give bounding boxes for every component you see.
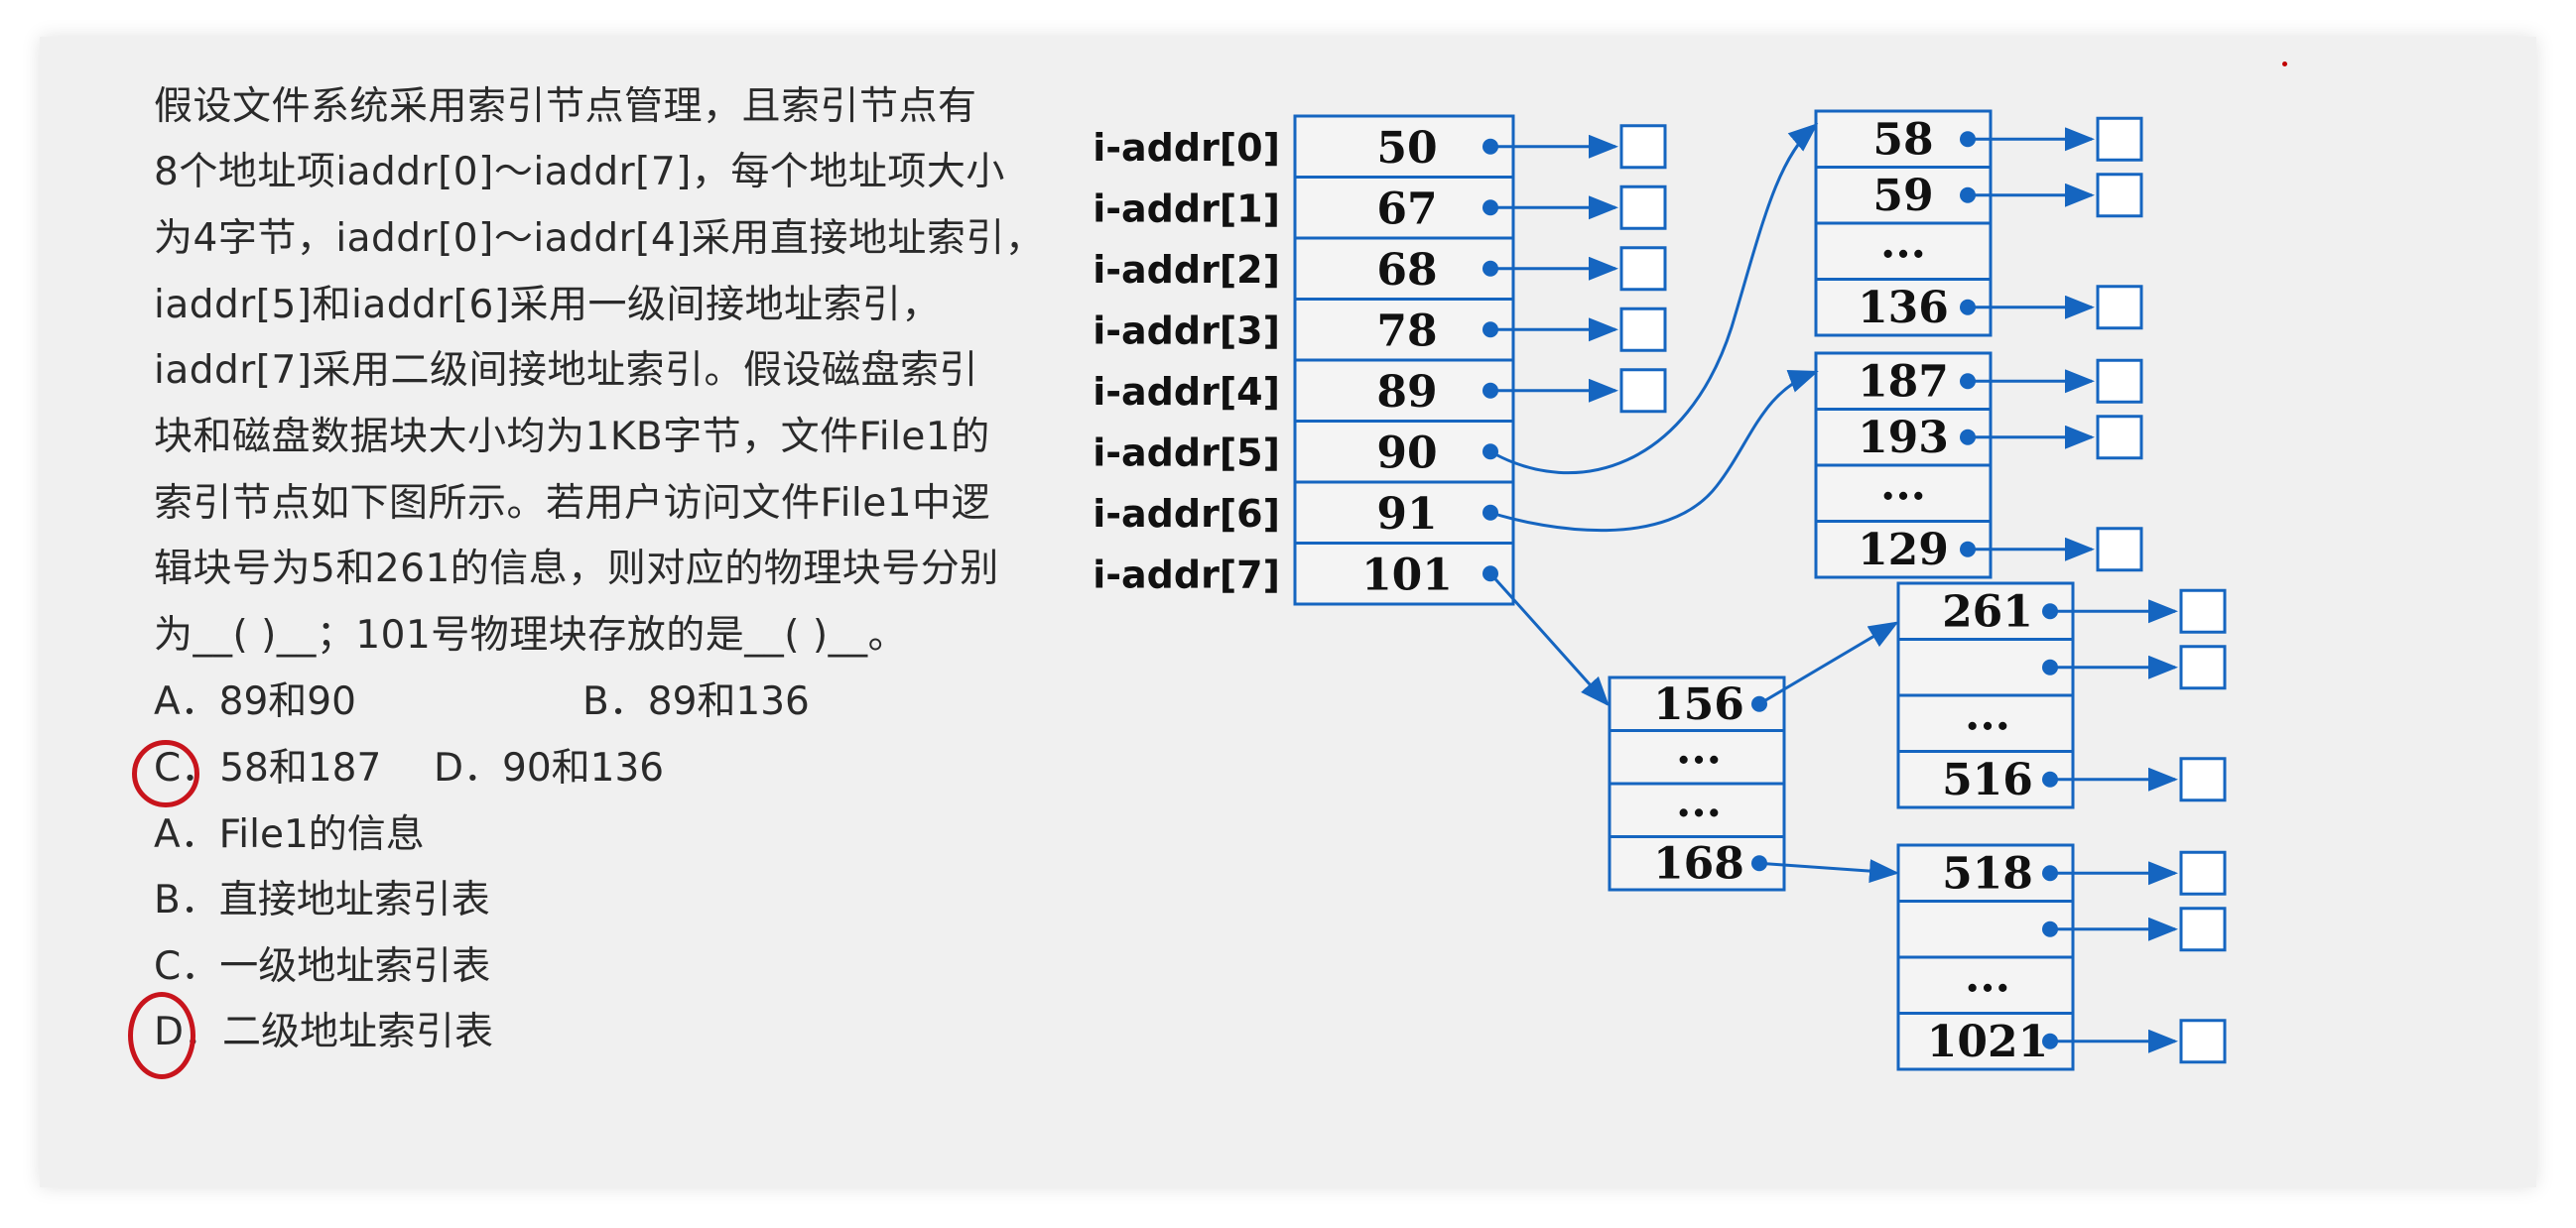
question-line: 8个地址项iaddr[0]～iaddr[7]，每个地址项大小 [154,150,1005,194]
data-block-icon [2179,907,2227,952]
inode-label: i-addr[7] [1093,553,1280,596]
inode-label: i-addr[4] [1093,370,1280,414]
question-line: 为4字节，iaddr[0]～iaddr[4]采用直接地址索引， [154,216,1045,261]
inode-value: 50 [1376,123,1437,174]
stray-dot [2282,61,2287,66]
inode-label: i-addr[5] [1093,430,1280,474]
question-line: 索引节点如下图所示。若用户访问文件File1中逻 [154,481,991,526]
question-line: 为__( )__；101号物理块存放的是__( )__。 [154,613,908,658]
data-block-icon [2096,285,2143,330]
block-value: ... [1676,777,1722,827]
block-value: ... [1880,459,1926,510]
block-c-cell [1608,782,1786,838]
block-value: ... [1676,723,1722,774]
question-line: 块和磁盘数据块大小均为1KB字节，文件File1的 [154,415,990,459]
inode-cell [1293,176,1515,240]
block-c-cell [1608,675,1786,732]
inode-label: i-addr[1] [1093,186,1280,230]
option-2a[interactable]: A．File1的信息 [154,812,425,857]
block-value: 59 [1872,171,1933,221]
pointer-arrow [1488,572,1610,707]
inode-label: i-addr[6] [1093,492,1280,536]
answer-circle-mark [128,992,195,1079]
data-block-icon [1619,307,1667,352]
block-c-cell [1608,729,1786,786]
inode-label: i-addr[0] [1093,126,1280,170]
block-value: ... [1965,689,2010,740]
data-block-icon [2096,527,2143,572]
block-value: 168 [1653,838,1744,889]
question-line: 辑块号为5和261的信息，则对应的物理块号分别 [154,547,999,591]
inode-value: 68 [1376,245,1437,296]
pointer-arrow [1758,859,1899,884]
data-block-icon [2096,173,2143,218]
data-block-icon [2179,645,2227,690]
answer-circle-mark [132,740,199,807]
inode-cell [1293,114,1515,179]
option-2d-text: ．二级地址索引表 [184,1010,494,1054]
block-b-cell [1814,520,1993,579]
inode-cell [1293,542,1515,606]
inode-cell [1293,358,1515,423]
block-value: 1021 [1927,1017,2048,1067]
inode-value: 101 [1361,550,1453,600]
data-block-icon [1619,368,1667,414]
data-block-icon [2096,116,2143,162]
pointer-arrow [1489,123,1819,475]
data-block-icon [2096,358,2143,404]
inode-value: 91 [1376,489,1437,540]
data-block-icon [1619,124,1667,170]
block-value: 261 [1942,586,2033,637]
data-block-icon [2179,1019,2227,1064]
inode-label: i-addr[3] [1093,308,1280,352]
block-value: 129 [1858,525,1949,575]
option-1c-text: ．58和187 [181,746,382,791]
block-value: 193 [1858,413,1949,463]
inode-cell [1293,236,1515,301]
inode-value: 78 [1376,306,1437,356]
data-block-icon [2179,850,2227,896]
question-line: iaddr[7]采用二级间接地址索引。假设磁盘索引 [154,348,979,393]
inode-value: 90 [1376,428,1437,478]
block-value: 156 [1653,679,1744,730]
block-b-cell [1814,463,1993,523]
data-block-icon [2179,588,2227,634]
pointer-arrow [1758,621,1899,706]
inode-cell [1293,480,1515,545]
block-value: ... [1965,951,2010,1002]
question-line: iaddr[5]和iaddr[6]采用一级间接地址索引， [154,283,942,327]
inode-value: 89 [1376,367,1437,418]
inode-label: i-addr[2] [1093,248,1280,292]
option-1d[interactable]: D．90和136 [434,746,665,791]
block-value: 136 [1858,283,1949,333]
option-2b[interactable]: B．直接地址索引表 [154,878,490,922]
block-value: ... [1880,217,1926,268]
data-block-icon [2179,757,2227,802]
option-2c[interactable]: C．一级地址索引表 [154,944,491,989]
option-1b[interactable]: B．89和136 [582,679,810,724]
block-value: 58 [1872,114,1933,165]
data-block-icon [1619,246,1667,292]
block-value: 518 [1942,848,2033,899]
block-a-cell [1814,221,1993,281]
block-d-cell [1896,750,2075,809]
data-block-icon [2096,415,2143,460]
pointer-arrow [1489,369,1819,533]
inode-value: 67 [1376,184,1437,234]
question-line: 假设文件系统采用索引节点管理，且索引节点有 [154,84,977,129]
data-block-icon [1619,184,1667,230]
block-value: 187 [1858,356,1949,407]
option-1a[interactable]: A．89和90 [154,679,356,724]
block-value: 516 [1942,755,2033,805]
